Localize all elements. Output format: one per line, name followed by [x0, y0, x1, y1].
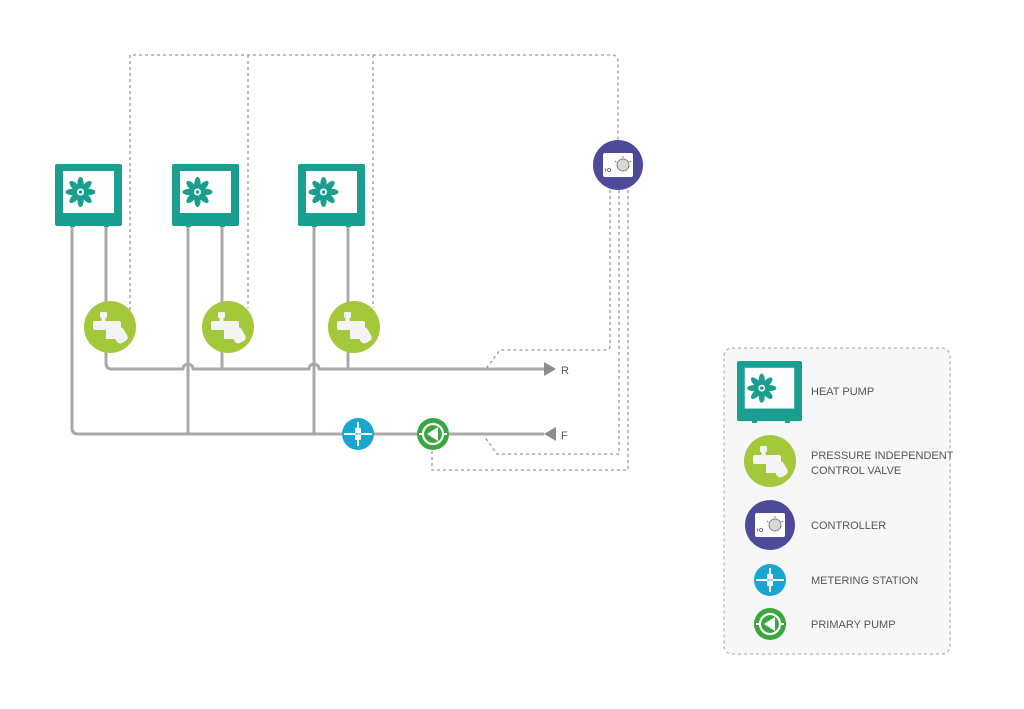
flow-arrow-icon [544, 427, 556, 441]
primary-pump[interactable] [415, 416, 451, 452]
heat-pump-legs [70, 224, 351, 227]
legend-meter-icon [753, 563, 787, 597]
metering-station[interactable] [341, 417, 375, 451]
legend-controller-label: CONTROLLER [811, 520, 886, 532]
legend-meter-label: METERING STATION [811, 575, 918, 587]
control-wiring [129, 54, 629, 471]
legend-valve-label-1: PRESSURE INDEPENDENT [811, 450, 954, 462]
legend-heat-pump-icon [737, 361, 802, 422]
controller[interactable] [592, 139, 644, 191]
heat-pump-1[interactable] [55, 164, 122, 226]
return-line-label: R [561, 365, 569, 377]
heat-pump-2[interactable] [172, 164, 239, 226]
legend-pump-icon [752, 606, 788, 642]
return-arrow-icon [544, 362, 556, 376]
flow-line-label: F [561, 430, 568, 442]
control-valve-3[interactable] [328, 301, 380, 353]
legend-heat-pump-label: HEAT PUMP [811, 386, 874, 398]
control-valve-2[interactable] [202, 301, 254, 353]
legend-valve-icon [744, 435, 796, 487]
control-valve-1[interactable] [84, 301, 136, 353]
heat-pump-3[interactable] [298, 164, 365, 226]
legend: HEAT PUMP PRESSURE INDEPENDENT CONTROL V… [723, 347, 954, 655]
pipework [70, 226, 544, 436]
legend-controller-icon [744, 499, 796, 551]
legend-pump-label: PRIMARY PUMP [811, 619, 896, 631]
legend-valve-label-2: CONTROL VALVE [811, 465, 901, 477]
